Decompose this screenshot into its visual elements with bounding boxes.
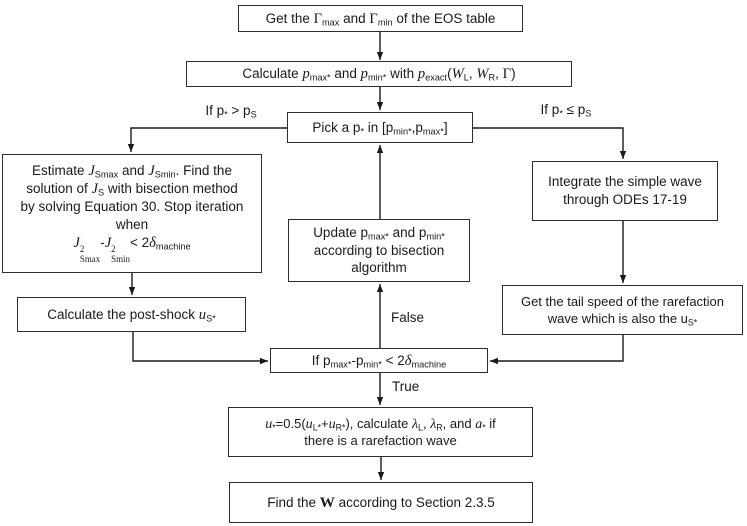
node-u-star: u*=0.5(uL*+uR*), calculate λL, λR, and a… <box>228 407 533 457</box>
connector-pick-to-integrate <box>473 127 627 159</box>
node-calc-p-text: Calculate pmax* and pmin* with pexact(WL… <box>242 66 516 83</box>
node-decision: If pmax*-pmin* < 2δmachine <box>270 348 488 373</box>
node-post-shock: Calculate the post-shock uS* <box>17 297 246 332</box>
connector-pick-to-estimate <box>127 127 287 152</box>
node-find-w: Find the W according to Section 2.3.5 <box>229 482 533 523</box>
node-find-w-text: Find the W according to Section 2.3.5 <box>267 494 495 511</box>
node-integrate-text: Integrate the simple wave through ODEs 1… <box>548 174 702 207</box>
node-decision-text: If pmax*-pmin* < 2δmachine <box>311 352 447 370</box>
connector-postshock-to-decision <box>132 332 268 365</box>
node-integrate: Integrate the simple wave through ODEs 1… <box>532 161 718 221</box>
node-estimate-j-text: Estimate JSmax and JSmin. Find the solut… <box>20 163 244 264</box>
connector-tail-to-decision <box>490 335 624 365</box>
node-u-star-text: u*=0.5(uL*+uR*), calculate λL, λR, and a… <box>265 415 496 448</box>
node-calc-p: Calculate pmax* and pmin* with pexact(WL… <box>186 61 572 87</box>
loop-label-false: False <box>391 310 425 325</box>
node-pick-p: Pick a p* in [pmin*,pmax*] <box>287 112 473 143</box>
branch-label-right: If p* ≤ pS <box>540 102 592 119</box>
node-get-gamma: Get the Γmax and Γmin of the EOS table <box>238 5 523 32</box>
node-tail-speed-text: Get the tail speed of the rarefaction wa… <box>520 293 725 328</box>
branch-label-left: If p* > pS <box>205 103 257 120</box>
loop-label-true: True <box>392 379 420 394</box>
node-get-gamma-text: Get the Γmax and Γmin of the EOS table <box>265 10 496 28</box>
node-estimate-j: Estimate JSmax and JSmin. Find the solut… <box>2 154 262 273</box>
node-update-p-text: Update pmax* and pmin* according to bise… <box>313 224 445 276</box>
node-update-p: Update pmax* and pmin* according to bise… <box>288 219 470 282</box>
node-tail-speed: Get the tail speed of the rarefaction wa… <box>502 285 743 335</box>
node-post-shock-text: Calculate the post-shock uS* <box>47 306 216 324</box>
node-pick-p-text: Pick a p* in [pmin*,pmax*] <box>312 119 448 137</box>
